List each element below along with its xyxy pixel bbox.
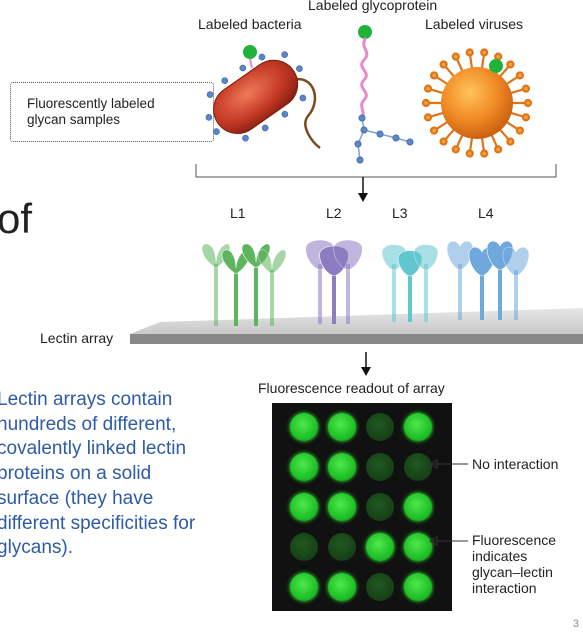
body-line: different specificities for [0,512,196,534]
dark-spot [366,453,394,481]
bacteria-label: Labeled bacteria [198,16,302,32]
fluorescent-spot [404,413,432,441]
fluorescent-spot [328,573,356,601]
slide-title-fragment: of [0,195,33,242]
body-line: covalently linked lectin [0,438,187,460]
body-line: surface (they have [0,487,154,509]
samples-bracket-arrow [195,164,557,202]
fluorescent-spot [404,573,432,601]
dark-spot [404,453,432,481]
fluorescent-spot [328,493,356,521]
fluorescent-spot [290,413,318,441]
body-line: Lectin arrays contain [0,389,173,410]
lectin-label-l4: L4 [478,205,494,221]
viruses-label: Labeled viruses [425,16,524,32]
labeled-glycoprotein-illustration [354,25,414,164]
lectin-array-label: Lectin array [40,330,114,346]
readout-title: Fluorescence readout of array [258,380,445,396]
body-line: hundreds of different, [0,413,177,435]
lectin-label-l1: L1 [230,205,246,221]
dark-spot [290,533,318,561]
dark-spot [366,493,394,521]
body-line: glycans). [0,537,74,559]
fluorescence-line: interaction [472,580,537,596]
lectin-array-illustration [130,239,583,344]
no-interaction-label: No interaction [472,456,559,472]
glycoprotein-label: Labeled glycoprotein [308,0,438,13]
fluorescence-line: indicates [472,548,528,564]
labeled-bacteria-illustration [205,45,321,149]
glycan-samples-callout: Fluorescently labeled glycan samples [10,82,214,142]
fluorescent-spot [328,413,356,441]
fluorescence-line: Fluorescence [472,532,557,548]
slide-body-text: Lectin arrays contain hundreds of differ… [0,388,282,561]
readout-pointers [428,459,468,546]
page-number: 3 [572,618,579,630]
readout-arrow [361,352,371,376]
fluorescent-spot [328,453,356,481]
lectin-label-l2: L2 [326,205,342,221]
callout-line-1: Fluorescently labeled [27,96,155,111]
fluorescent-spot [404,493,432,521]
dark-spot [366,413,394,441]
fluorescent-spot [290,573,318,601]
lectin-label-l3: L3 [392,205,408,221]
dark-spot [366,573,394,601]
fluorescent-spot [290,493,318,521]
fluorescence-readout-panel [272,403,452,611]
fluorescence-interaction-label: Fluorescence indicates glycan–lectin int… [472,532,556,596]
body-line: proteins on a solid [0,463,152,485]
callout-line-2: glycan samples [27,112,121,127]
fluorescent-spot [404,533,432,561]
fluorescence-line: glycan–lectin [472,564,553,580]
dark-spot [328,533,356,561]
fluorescent-spot [290,453,318,481]
fluorescent-spot [366,533,394,561]
labeled-virus-illustration [421,48,533,158]
